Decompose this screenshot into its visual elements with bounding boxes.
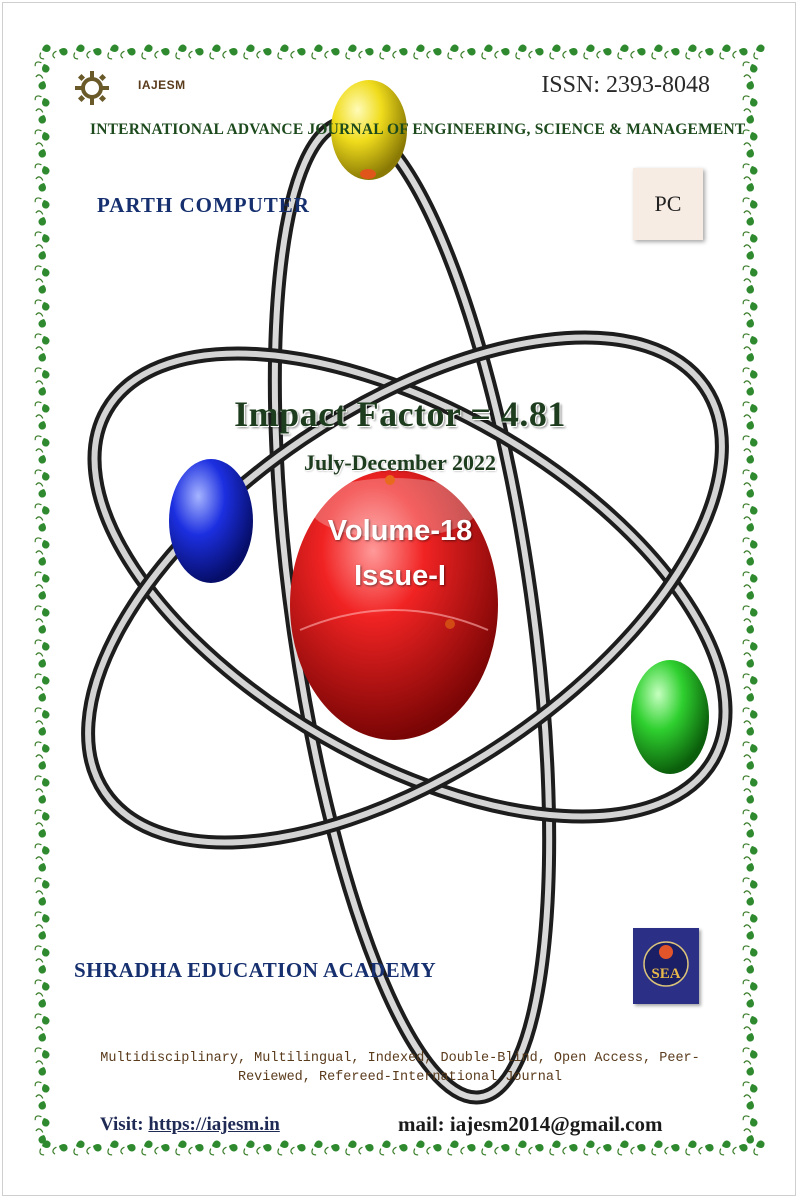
issn-number: ISSN: 2393-8048 xyxy=(541,72,710,98)
brand-name: IAJESM xyxy=(138,78,186,92)
volume-label: Volume-18 xyxy=(327,515,473,547)
svg-text:SEA: SEA xyxy=(651,966,680,982)
electron-yellow xyxy=(331,80,407,180)
visit-label: Visit: xyxy=(100,1114,144,1135)
nucleus-sphere xyxy=(290,470,498,740)
electron-blue xyxy=(169,459,253,583)
website-line: Visit: https://iajesm.in xyxy=(100,1114,280,1136)
sponsor-name-top: PARTH COMPUTER xyxy=(97,193,310,217)
website-link[interactable]: https://iajesm.in xyxy=(148,1114,280,1135)
sponsor-name-bottom: SHRADHA EDUCATION ACADEMY xyxy=(74,958,437,982)
impact-factor: Impact Factor = 4.81 xyxy=(234,394,566,434)
sea-logo: SEA xyxy=(633,928,699,1004)
publication-period: July-December 2022 xyxy=(303,450,497,475)
journal-tagline: Multidisciplinary, Multilingual, Indexed… xyxy=(100,1051,700,1085)
email-contact[interactable]: mail: iajesm2014@gmail.com xyxy=(398,1112,663,1136)
gear-logo-icon xyxy=(75,71,109,105)
journal-title: INTERNATIONAL ADVANCE JOURNAL OF ENGINEE… xyxy=(90,121,746,138)
issue-label: Issue-I xyxy=(354,560,446,592)
pc-logo: PC xyxy=(633,168,703,240)
electron-green xyxy=(631,660,709,774)
